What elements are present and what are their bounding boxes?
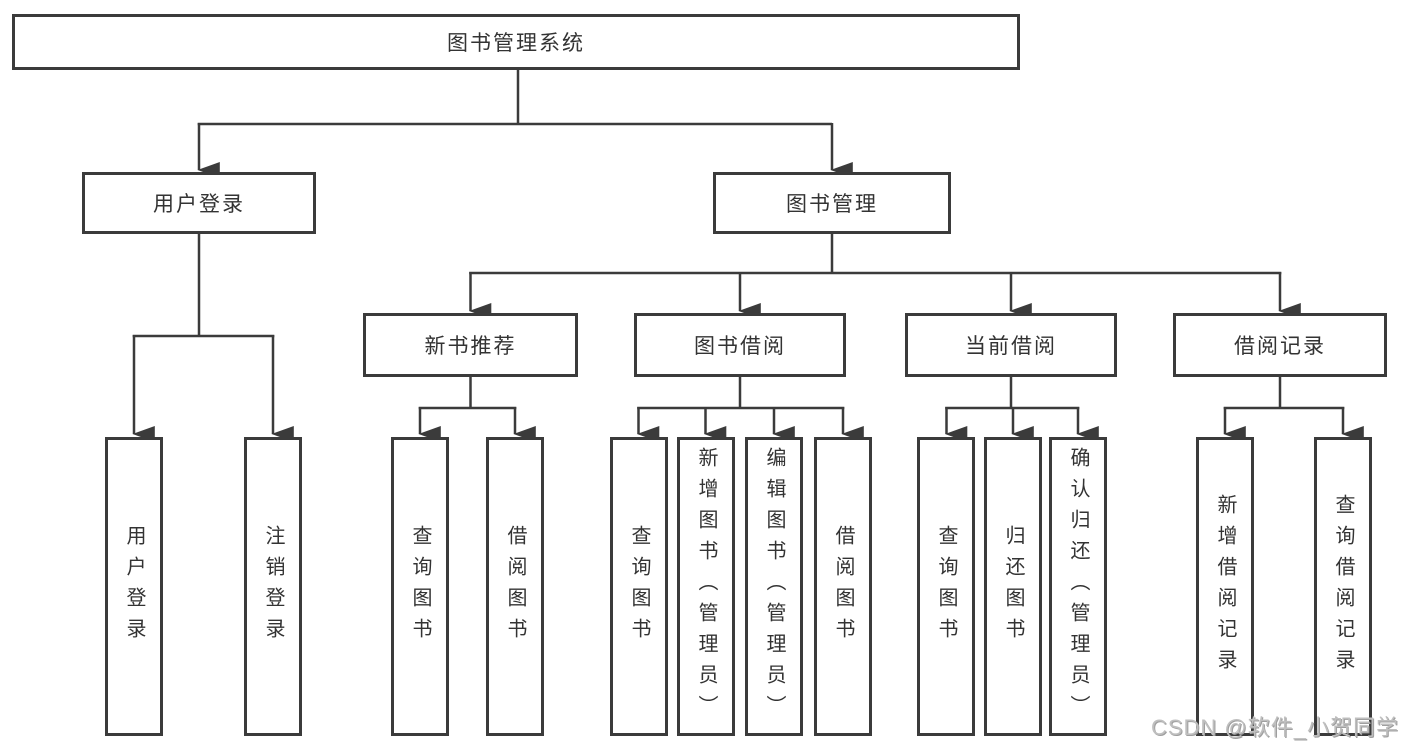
leaf-query-borrow-record: 查询借阅记录 (1314, 437, 1372, 736)
leaf-confirm-return-admin: 确认归还（管理员） (1049, 437, 1107, 736)
leaf-query-books-borrow: 查询图书 (610, 437, 668, 736)
node-current-borrowing-label: 当前借阅 (965, 335, 1057, 358)
node-borrowing-records-label: 借阅记录 (1234, 335, 1326, 358)
leaf-user-login-label: 用户登录 (123, 524, 145, 649)
leaf-add-books-admin-label: 新增图书（管理员） (695, 447, 717, 726)
leaf-query-books-current: 查询图书 (917, 437, 975, 736)
node-library-management-system-label: 图书管理系统 (447, 32, 585, 55)
connector-book-borrowing-children (636, 377, 864, 443)
leaf-logout-login: 注销登录 (244, 437, 302, 736)
connector-book-management-children (468, 234, 1301, 320)
node-current-borrowing: 当前借阅 (905, 313, 1117, 377)
node-library-management-system: 图书管理系统 (12, 14, 1020, 70)
leaf-confirm-return-admin-label: 确认归还（管理员） (1067, 447, 1089, 726)
node-book-borrowing: 图书借阅 (634, 313, 846, 377)
leaf-user-login: 用户登录 (105, 437, 163, 736)
leaf-query-books-borrow-label: 查询图书 (628, 524, 650, 649)
leaf-edit-books-admin: 编辑图书（管理员） (745, 437, 803, 736)
node-user-login: 用户登录 (82, 172, 316, 234)
connector-new-book-recommendation-children (418, 377, 536, 443)
leaf-return-books: 归还图书 (984, 437, 1042, 736)
leaf-borrow-books-borrow-label: 借阅图书 (832, 524, 854, 649)
node-book-management: 图书管理 (713, 172, 951, 234)
leaf-borrow-books-recommend-label: 借阅图书 (504, 524, 526, 649)
node-book-management-label: 图书管理 (786, 193, 878, 216)
node-user-login-label: 用户登录 (153, 193, 245, 216)
leaf-query-books-current-label: 查询图书 (935, 524, 957, 649)
node-new-book-recommendation-label: 新书推荐 (424, 335, 517, 358)
node-book-borrowing-label: 图书借阅 (694, 335, 786, 358)
leaf-query-borrow-record-label: 查询借阅记录 (1332, 493, 1354, 680)
connector-current-borrowing-children (944, 377, 1099, 443)
connector-root-children (197, 70, 853, 179)
leaf-query-books-recommend: 查询图书 (391, 437, 449, 736)
leaf-query-books-recommend-label: 查询图书 (409, 524, 431, 649)
leaf-add-books-admin: 新增图书（管理员） (677, 437, 735, 736)
connector-borrowing-records-children (1223, 377, 1364, 443)
csdn-watermark: CSDN @软件_小贺同学 (1150, 715, 1399, 740)
leaf-borrow-books-recommend: 借阅图书 (486, 437, 544, 736)
leaf-return-books-label: 归还图书 (1002, 524, 1024, 649)
leaf-edit-books-admin-label: 编辑图书（管理员） (763, 447, 785, 726)
node-borrowing-records: 借阅记录 (1173, 313, 1387, 377)
node-new-book-recommendation: 新书推荐 (363, 313, 578, 377)
leaf-logout-login-label: 注销登录 (262, 524, 284, 649)
connector-user-login-children (132, 234, 294, 443)
leaf-add-borrow-record: 新增借阅记录 (1196, 437, 1254, 736)
leaf-borrow-books-borrow: 借阅图书 (814, 437, 872, 736)
leaf-add-borrow-record-label: 新增借阅记录 (1214, 493, 1236, 680)
